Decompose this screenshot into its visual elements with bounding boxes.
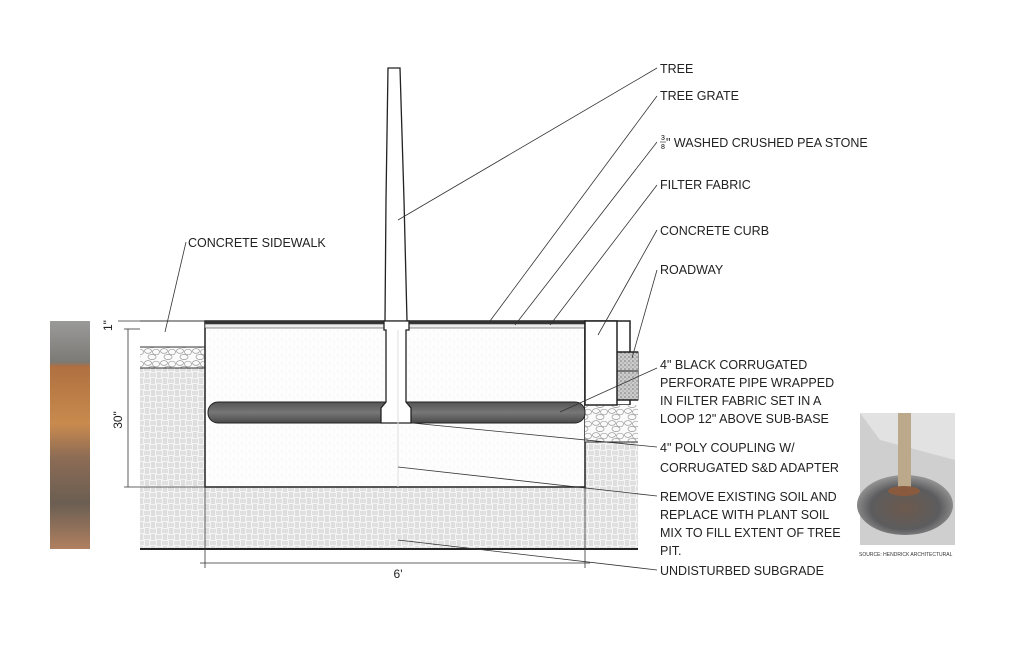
label-tree-grate: TREE GRATE — [660, 89, 739, 103]
grate-depth-dimension: 1" — [101, 320, 115, 331]
svg-text:CORRUGATED S&D ADAPTER: CORRUGATED S&D ADAPTER — [660, 461, 839, 475]
svg-text:8: 8 — [661, 144, 665, 151]
tree-trunk — [384, 67, 408, 322]
label-pea-stone: 3 8 " WASHED CRUSHED PEA STONE — [660, 135, 868, 151]
dimension-lines — [118, 320, 590, 568]
svg-text:PERFORATE PIPE WRAPPED: PERFORATE PIPE WRAPPED — [660, 376, 834, 390]
label-coupling: 4" POLY COUPLING W/ CORRUGATED S&D ADAPT… — [660, 441, 839, 475]
undisturbed-subgrade — [140, 487, 638, 549]
pit-depth-dimension: 30" — [111, 411, 125, 429]
label-undisturbed-subgrade: UNDISTURBED SUBGRADE — [660, 564, 824, 578]
pit-width-dimension: 6' — [394, 567, 403, 581]
svg-text:LOOP 12" ABOVE SUB-BASE: LOOP 12" ABOVE SUB-BASE — [660, 412, 829, 426]
poly-coupling — [380, 320, 412, 424]
existing-soil-left — [140, 368, 205, 487]
svg-text:4" POLY COUPLING W/: 4" POLY COUPLING W/ — [660, 441, 795, 455]
svg-text:MIX TO FILL EXTENT OF TREE: MIX TO FILL EXTENT OF TREE — [660, 526, 841, 540]
label-filter-fabric: FILTER FABRIC — [660, 178, 751, 192]
svg-text:REMOVE EXISTING SOIL AND: REMOVE EXISTING SOIL AND — [660, 490, 837, 504]
concrete-sidewalk — [140, 323, 205, 347]
label-pipe: 4" BLACK CORRUGATED PERFORATE PIPE WRAPP… — [660, 358, 834, 426]
svg-text:IN FILTER FABRIC SET IN A: IN FILTER FABRIC SET IN A — [660, 394, 822, 408]
svg-text:" WASHED CRUSHED PEA STONE: " WASHED CRUSHED PEA STONE — [666, 136, 868, 150]
soil-profile-photo — [50, 321, 90, 549]
roadway-base-gravel — [585, 405, 638, 442]
svg-text:PIT.: PIT. — [660, 544, 682, 558]
sidewalk-base-gravel — [140, 347, 205, 368]
svg-text:3: 3 — [661, 135, 665, 142]
label-tree: TREE — [660, 62, 693, 76]
leader-lines — [164, 67, 658, 571]
label-concrete-curb: CONCRETE CURB — [660, 224, 769, 238]
existing-soil-right — [585, 442, 638, 487]
label-roadway: ROADWAY — [660, 263, 724, 277]
tree-grate-photo — [857, 413, 955, 545]
label-plant-soil: REMOVE EXISTING SOIL AND REPLACE WITH PL… — [660, 490, 841, 558]
photo-caption: SOURCE: HENDRICK ARCHITECTURAL — [859, 552, 953, 558]
svg-text:4" BLACK CORRUGATED: 4" BLACK CORRUGATED — [660, 358, 807, 372]
label-concrete-sidewalk: CONCRETE SIDEWALK — [188, 236, 326, 250]
svg-text:REPLACE WITH PLANT SOIL: REPLACE WITH PLANT SOIL — [660, 508, 829, 522]
